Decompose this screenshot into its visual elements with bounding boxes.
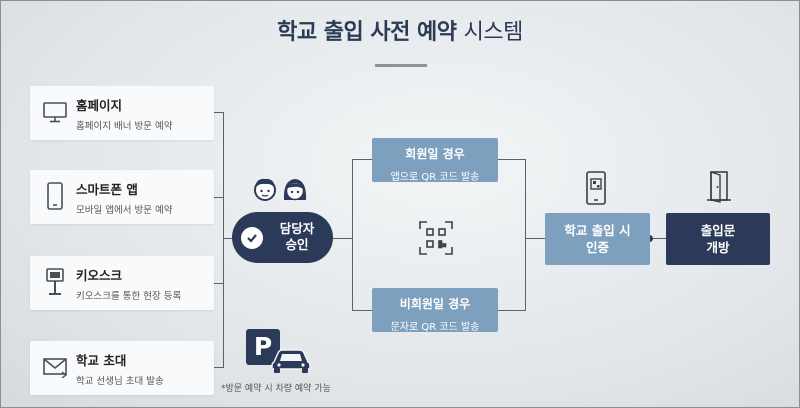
envelope-icon [38,350,72,384]
title-bold: 학교 출입 사전 예약 [277,20,457,45]
non-member-title: 비회원일 경우 [399,297,471,311]
channel-subtitle: 학교 선생님 초대 발송 [76,376,164,387]
car-icon [270,346,312,378]
connector-line [223,112,224,368]
approval-node: 담당자 승인 [232,212,333,263]
verify-line1: 학교 출입 시 [564,223,631,238]
connector-line [214,112,224,113]
connector-line [214,197,224,198]
connector-line [498,159,526,160]
member-subtitle: 앱으로 QR 코드 발송 [390,172,480,183]
connector-line [525,238,545,239]
member-box: 회원일 경우 앱으로 QR 코드 발송 [372,138,498,183]
parking-sign-icon: P [246,329,280,365]
channel-title: 학교 초대 [76,353,127,368]
phone-qr-icon [584,170,608,210]
page-title: 학교 출입 사전 예약 시스템 [0,14,800,46]
qr-scan-icon [418,220,454,260]
connector-line [498,310,526,311]
check-icon [241,227,263,249]
channel-subtitle: 키오스크를 통한 현장 등록 [76,291,182,302]
connector-line [525,159,526,311]
connector-line [352,159,353,311]
door-icon [706,170,732,208]
staff-man-icon [252,176,278,208]
gate-line1: 출입문 [700,223,736,238]
title-normal: 시스템 [463,20,524,45]
connector-line [214,367,224,368]
monitor-icon [38,95,72,129]
non-member-box: 비회원일 경우 문자로 QR 코드 발송 [372,288,498,333]
approval-line2: 승인 [285,237,309,252]
channel-title: 키오스크 [76,268,123,283]
verify-box: 학교 출입 시 인증 [545,213,650,265]
approval-line1: 담당자 [279,221,315,236]
non-member-subtitle: 문자로 QR 코드 발송 [390,322,480,333]
channel-card-kiosk: 키오스크 키오스크를 통한 현장 등록 [30,256,214,310]
channel-title: 스마트폰 앱 [76,182,138,197]
smartphone-icon [38,179,72,213]
member-title: 회원일 경우 [405,147,465,161]
channel-card-homepage: 홈페이지 홈페이지 배너 방문 예약 [30,86,214,140]
gate-box: 출입문 개방 [666,213,770,265]
channel-card-app: 스마트폰 앱 모바일 앱에서 방문 예약 [30,170,214,224]
channel-card-invite: 학교 초대 학교 선생님 초대 발송 [30,341,214,395]
connector-line [650,238,667,239]
channel-subtitle: 홈페이지 배너 방문 예약 [76,121,173,132]
title-underline [375,64,427,67]
gate-line2: 개방 [706,240,730,255]
connector-line [352,159,372,160]
channel-title: 홈페이지 [76,98,123,113]
kiosk-icon [38,265,72,299]
staff-woman-icon [282,176,308,208]
connector-line [352,310,372,311]
parking-note: *방문 예약 시 차량 예약 가능 [221,384,331,394]
verify-line2: 인증 [585,240,609,255]
channel-subtitle: 모바일 앱에서 방문 예약 [76,205,173,216]
connector-line [214,283,224,284]
approval-label: 담당자 승인 [264,221,330,253]
connector-line [223,238,233,239]
connector-line [333,238,353,239]
parking-letter: P [253,332,273,361]
